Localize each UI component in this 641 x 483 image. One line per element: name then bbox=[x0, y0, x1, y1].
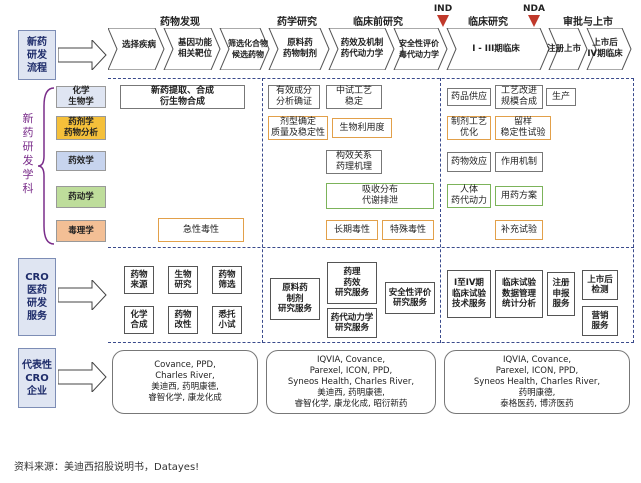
step-gene-target: 基因功能 相关靶位 bbox=[177, 38, 212, 59]
task-formulation-opt: 制剂工艺 优化 bbox=[447, 116, 491, 140]
frame-mid bbox=[108, 247, 634, 248]
rep-label: 代表性 CRO 企业 bbox=[18, 348, 56, 408]
task-pilot-process: 中试工艺 稳定 bbox=[326, 85, 382, 109]
task-adme: 吸收分布 代谢排泄 bbox=[326, 183, 434, 209]
rep-arrow bbox=[58, 362, 107, 392]
discipline-pharmacodynamics: 药效学 bbox=[56, 151, 106, 171]
task-sar: 构效关系 药理机理 bbox=[326, 150, 382, 174]
discipline-pharmaceutics: 药剂学 药物分析 bbox=[56, 116, 106, 140]
step-safety-tk: 安全性评价 毒代动力学 bbox=[399, 39, 439, 59]
process-label: 新药 研发 流程 bbox=[18, 30, 56, 80]
rep-clinical: IQVIA, Covance, Parexel, ICON, PPD, Syne… bbox=[444, 350, 630, 414]
divider-2 bbox=[440, 78, 441, 343]
cro-bio-research: 生物 研究 bbox=[168, 266, 198, 294]
cro-pk-service: 药代动力学 研究服务 bbox=[327, 308, 377, 338]
cro-pharmacology: 药理 药效 研究服务 bbox=[327, 262, 377, 304]
cro-arrow bbox=[58, 280, 107, 310]
discipline-label: 新 药 研 发 学 科 bbox=[22, 112, 34, 195]
task-supplementary-test: 补充试验 bbox=[495, 220, 543, 240]
task-component-analysis: 有效成分 分析确证 bbox=[268, 85, 320, 109]
process-chevrons bbox=[108, 28, 632, 70]
task-dosing-regimen: 用药方案 bbox=[495, 186, 543, 206]
step-register-market: 注册上市 bbox=[546, 44, 581, 54]
cro-drug-screening: 药物 筛选 bbox=[212, 266, 242, 294]
discipline-bracket bbox=[38, 87, 55, 245]
task-acute-toxicity: 急性毒性 bbox=[158, 218, 244, 242]
cro-registration: 注册 申报 服务 bbox=[547, 272, 575, 316]
frame-right bbox=[633, 78, 634, 343]
step-post-market: 上市后 IV期临床 bbox=[587, 38, 623, 59]
task-special-toxicity: 特殊毒性 bbox=[382, 220, 434, 240]
phase-preclinical: 临床前研究 bbox=[353, 17, 403, 28]
cro-chem-synthesis: 化学 合成 bbox=[124, 306, 154, 334]
task-drug-effect: 药物效应 bbox=[447, 152, 491, 172]
rep-preclinical: IQVIA, Covance, Parexel, ICON, PPD, Syne… bbox=[266, 350, 436, 414]
discipline-toxicology: 毒理学 bbox=[56, 220, 106, 242]
cro-api-formulation: 原料药 制剂 研究服务 bbox=[270, 278, 320, 320]
task-bioavailability: 生物利用度 bbox=[332, 118, 392, 138]
task-production: 生产 bbox=[546, 88, 576, 106]
ind-marker: IND bbox=[428, 4, 458, 30]
cro-safety-eval: 安全性评价 研究服务 bbox=[385, 282, 435, 314]
task-stability-test: 留样 稳定性试验 bbox=[495, 116, 551, 140]
phase-drug-discovery: 药物发现 bbox=[160, 17, 200, 28]
step-api-formulation: 原料药 药物制剂 bbox=[282, 38, 317, 59]
task-mechanism: 作用机制 bbox=[495, 152, 543, 172]
cro-post-market-monitor: 上市后 检测 bbox=[582, 270, 618, 300]
task-process-improvement: 工艺改进 规模合成 bbox=[495, 85, 543, 109]
nda-marker: NDA bbox=[519, 4, 549, 30]
phase-pharm-research: 药学研究 bbox=[277, 17, 317, 28]
step-clinical-i-iii: I - III期临床 bbox=[472, 44, 520, 54]
discipline-pharmacokinetics: 药动学 bbox=[56, 186, 106, 208]
step-screen-compound: 筛选化合物 候选药物 bbox=[228, 39, 268, 59]
cro-drug-modification: 药物 改性 bbox=[168, 306, 198, 334]
phase-approval: 审批与上市 bbox=[563, 17, 613, 28]
step-efficacy-pk: 药效及机制 药代动力学 bbox=[340, 38, 384, 59]
cro-label: CRO 医药 研发 服务 bbox=[18, 258, 56, 336]
cro-clinical-trial: I至IV期 临床试验 技术服务 bbox=[447, 270, 491, 318]
discipline-chem-bio: 化学 生物学 bbox=[56, 86, 106, 108]
cro-marketing: 营销 服务 bbox=[582, 306, 618, 336]
task-extraction-synthesis: 新药提取、合成 衍生物合成 bbox=[120, 85, 245, 109]
divider-1 bbox=[262, 78, 263, 343]
task-human-pk: 人体 药代动力 bbox=[447, 184, 491, 208]
rep-discovery: Covance, PPD, Charles River, 美迪西, 药明康德, … bbox=[112, 350, 258, 414]
cro-drug-source: 药物 来源 bbox=[124, 266, 154, 294]
task-dosage-quality: 剂型确定 质量及稳定性 bbox=[268, 116, 328, 140]
cro-small-trial: 悉托 小试 bbox=[212, 306, 242, 334]
frame-top bbox=[108, 78, 634, 79]
phase-clinical: 临床研究 bbox=[468, 17, 508, 28]
frame-cro-bottom bbox=[108, 342, 634, 343]
task-drug-supply: 药品供应 bbox=[447, 88, 491, 106]
step-select-disease: 选择疾病 bbox=[121, 40, 156, 50]
source-note: 资料来源：美迪西招股说明书，Datayes! bbox=[14, 462, 200, 473]
cro-data-management: 临床试验 数据管理 统计分析 bbox=[495, 270, 543, 318]
task-chronic-toxicity: 长期毒性 bbox=[326, 220, 378, 240]
process-arrow bbox=[58, 40, 107, 70]
